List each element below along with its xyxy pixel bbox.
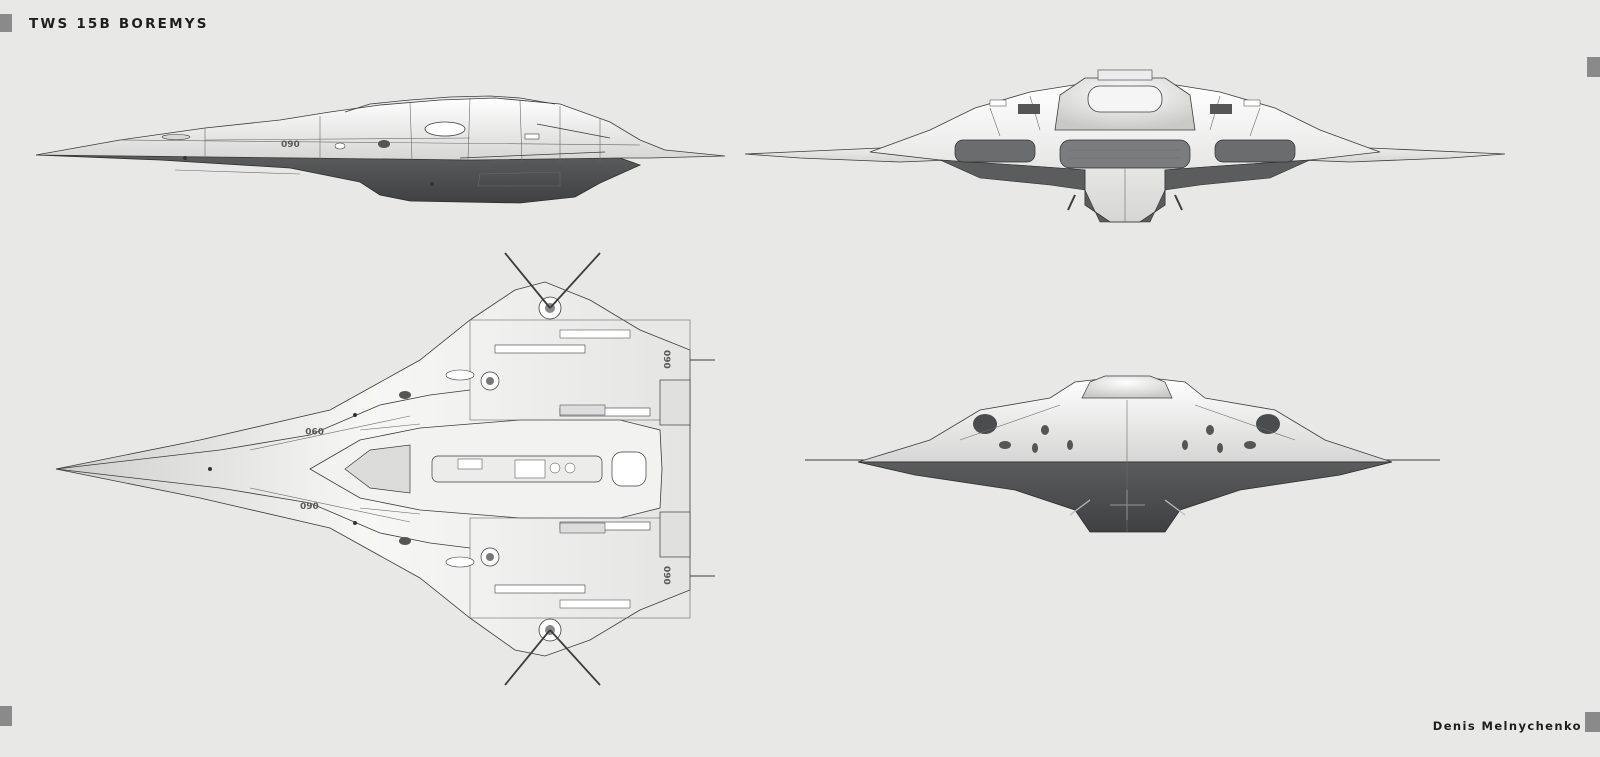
- top-view: 090 090 090 090: [55, 252, 715, 686]
- author-credit: Denis Melnychenko: [1432, 719, 1582, 733]
- top-hull-number-lower: 090: [300, 502, 319, 512]
- corner-marker-top-right: [1587, 57, 1600, 77]
- side-view: 090: [35, 95, 726, 204]
- front-view: [744, 69, 1506, 223]
- rear-view: [805, 375, 1440, 533]
- sheet-title: TWS 15B BOREMYS: [29, 16, 209, 32]
- corner-marker-bottom-right: [1585, 712, 1600, 732]
- top-hull-number-upper: 090: [305, 425, 324, 435]
- side-hull-number: 090: [281, 140, 300, 150]
- corner-marker-top-left: [0, 14, 12, 32]
- top-hull-number-engine-lower: 090: [661, 566, 671, 585]
- top-hull-number-engine-upper: 090: [661, 350, 671, 369]
- corner-marker-bottom-left: [0, 706, 12, 726]
